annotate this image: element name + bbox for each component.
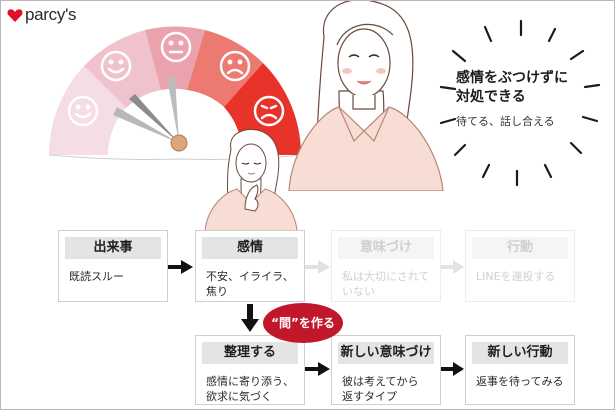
flow-box-action: 行動 LINEを連投する [465,230,575,302]
flow-box-event: 出来事 既読スルー [58,230,168,302]
flow-box-title: 出来事 [65,237,161,259]
flow-box-body: 既読スルー [69,270,124,283]
arrow-emotion-to-organize [241,304,259,332]
arrow-emotion-to-meaning-faded [305,260,330,274]
flow-box-organize: 整理する 感情に寄り添う、 欲求に気づく [195,335,305,405]
arrow-meaning-to-action-faded [441,260,464,274]
woman-thinking-icon [204,129,298,231]
flow-box-new-action: 新しい行動 返事を待ってみる [465,335,575,405]
flow-box-title: 新しい行動 [472,342,568,364]
flow-box-title: 整理する [202,342,298,364]
flow-box-title: 感情 [202,237,298,259]
flow-box-body: 返事を待ってみる [476,375,564,388]
mood-meter-gauge-icon [48,26,304,160]
flow-box-body: 私は大切にされて いない [342,270,430,298]
result-subcaption: 待てる、話し合える [456,115,555,128]
flow-box-title: 行動 [472,237,568,259]
brand-logo: parcy's [7,5,77,25]
arrow-new-meaning-to-new-action [441,362,464,376]
logo-text: parcy's [25,5,77,24]
result-caption-line1: 感情をぶつけずに [456,70,568,86]
flow-box-title: 意味づけ [338,237,434,259]
flow-box-emotion: 感情 不安、イライラ、 焦り [195,230,305,302]
flow-box-body: 不安、イライラ、 焦り [206,270,294,298]
heart-icon [7,8,23,22]
flow-box-body: LINEを連投する [476,270,556,283]
flow-box-title: 新しい意味づけ [338,342,434,364]
result-caption-line2: 対処できる [456,89,526,105]
arrow-event-to-emotion [168,260,193,274]
flow-box-body: 彼は考えてから 返すタイプ [342,375,419,403]
result-caption: 感情をぶつけずに 対処できる [456,69,568,107]
flow-box-new-meaning: 新しい意味づけ 彼は考えてから 返すタイプ [331,335,441,405]
emphasis-burst-lines [439,19,601,187]
flow-box-body: 感情に寄り添う、 欲求に気づく [206,375,294,403]
flow-box-meaning: 意味づけ 私は大切にされて いない [331,230,441,302]
woman-smiling-icon [288,1,444,191]
make-pause-badge: “間”を作る [263,303,343,343]
arrow-organize-to-new-meaning [305,362,330,376]
